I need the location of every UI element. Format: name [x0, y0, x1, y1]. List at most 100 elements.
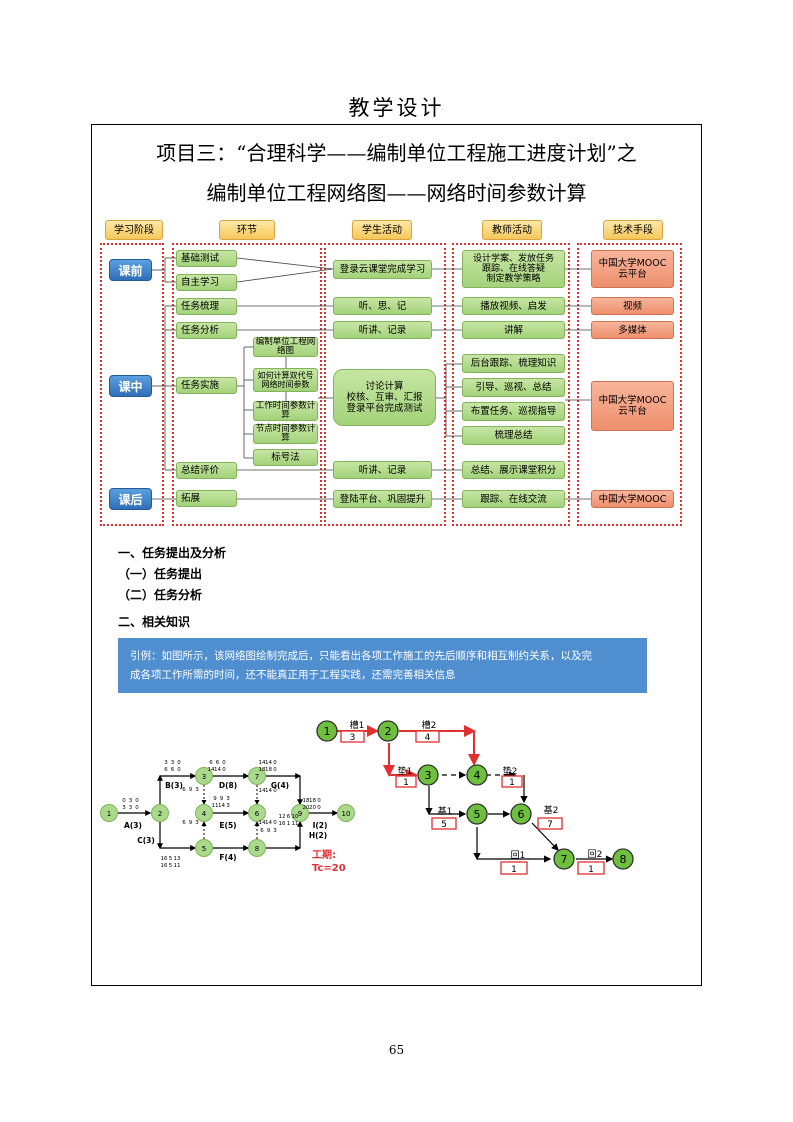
net1-param: 18: [265, 767, 272, 773]
net2-duration-value: 5: [441, 820, 447, 830]
net1-param: 0: [273, 760, 277, 766]
net1-param: 14: [265, 760, 272, 766]
net1-param: 14: [265, 820, 272, 826]
net2-duration-value: 1: [588, 865, 594, 875]
net1-node-10: [337, 804, 355, 822]
net1-node-label: 5: [202, 845, 206, 853]
net1-param: 9: [213, 796, 217, 802]
net1-param: 6: [260, 828, 264, 834]
net2-node-label: 3: [425, 769, 432, 782]
tech-mooc: 中国大学MOOC: [591, 490, 674, 508]
student-activity-2: 听、思、记: [333, 297, 432, 315]
tech-mooc-platform-1: 中国大学MOOC 云平台: [591, 250, 674, 288]
net1-node-7: [248, 767, 266, 785]
net1-param: 13: [174, 856, 181, 862]
phase-in-class: 课中: [109, 375, 152, 397]
tech-video: 视频: [591, 297, 674, 315]
net2-duration-box: [501, 775, 523, 788]
net1-param: 11: [174, 863, 181, 869]
net1-param: 16: [279, 821, 286, 827]
net1-param: 14: [218, 803, 225, 809]
net2-duration-box: [500, 861, 528, 875]
page-number: 65: [388, 1043, 405, 1057]
net1-param: 6: [287, 814, 291, 820]
heading-task-analysis: （二）任务分析: [118, 588, 203, 602]
column-student: [324, 243, 446, 526]
teacher-activity-9: 跟踪、在线交流: [462, 490, 565, 508]
net2-activity-label: 回1: [511, 850, 526, 861]
net1-node-1: [100, 804, 118, 822]
teacher-activity-1: 设计学案、发放任务 跟踪、在线答疑 制定教学策略: [462, 250, 565, 288]
net1-param: 6: [171, 767, 175, 773]
net1-node-label: 2: [158, 810, 162, 818]
net2-node-label: 4: [474, 769, 481, 782]
net1-node-label: 8: [255, 845, 259, 853]
substep-labeling-method: 标号法: [253, 449, 318, 466]
net1-param: 0: [177, 760, 181, 766]
net1-activity-label: F(4): [219, 853, 236, 862]
net1-param: 3: [164, 760, 168, 766]
heading-task-proposal: （一）任务提出: [118, 567, 203, 581]
column-stage: [100, 243, 164, 526]
net2-node-label: 7: [561, 853, 568, 866]
step-task-sorting: 任务梳理: [176, 298, 237, 315]
net1-activity-label: G(4): [271, 781, 289, 790]
net2-activity-label: 垫1: [398, 765, 413, 777]
net2-node-label: 8: [620, 853, 627, 866]
net1-node-label: 9: [298, 810, 302, 818]
net1-param: 0: [122, 798, 126, 804]
step-extension: 拓展: [176, 490, 237, 507]
net1-node-label: 3: [202, 773, 206, 781]
net1-activity-label: E(5): [219, 821, 236, 830]
net2-node-2: [377, 720, 399, 742]
net2-duration-box: [537, 817, 563, 830]
net2-activity-label: 垫2: [503, 765, 518, 777]
net1-param: 9: [267, 828, 271, 834]
column-tech: [577, 243, 682, 526]
teacher-activity-3: 讲解: [462, 321, 565, 339]
net1-param: 3: [129, 798, 133, 804]
student-activity-6: 登陆平台、巩固提升: [333, 490, 432, 508]
net2-node-8: [612, 848, 634, 870]
callout-line2: 成各项工作所需的时间，还不能真正用于工程实践，还需完善相关信息: [130, 669, 456, 681]
project-title-line1: 项目三：“合理科学——编制单位工程施工进度计划”之: [156, 141, 637, 165]
net2-node-3: [417, 764, 439, 786]
net1-param: 0: [273, 788, 277, 794]
net1-param: 16: [161, 863, 168, 869]
net1-param: 0: [177, 767, 181, 773]
net2-activity-label: 回2: [588, 849, 603, 860]
net1-node-5: [195, 839, 213, 857]
net1-param: 0: [273, 820, 277, 826]
student-activity-4: 讨论计算 校核、互审、汇报 登录平台完成测试: [333, 369, 436, 426]
net2-duration-value: 1: [509, 778, 515, 788]
net2-activity-label: 基1: [438, 805, 453, 817]
student-activity-5: 听讲、记录: [333, 461, 432, 479]
net2-duration-value: 1: [403, 778, 409, 788]
net1-node-2: [151, 804, 169, 822]
net1-param: 0: [273, 767, 277, 773]
net1-param: 9: [189, 820, 193, 826]
heading-related-knowledge: 二、相关知识: [118, 615, 191, 629]
net1-node-label: 10: [342, 810, 351, 818]
header-step: 环节: [219, 220, 275, 240]
callout-line1: 引例：如图所示，该网络图绘制完成后，只能看出各项工作施工的先后顺序和相互制约关系…: [130, 650, 592, 662]
teacher-activity-2: 播放视频、启发: [462, 297, 565, 315]
net2-activity-label: 槽2: [422, 719, 437, 731]
net1-param: 6: [182, 787, 186, 793]
net1-activity-label: D(8): [219, 781, 237, 790]
student-activity-3: 听讲、记录: [333, 321, 432, 339]
teacher-activity-6: 布置任务、巡视指导: [462, 402, 565, 421]
net1-param: 0: [135, 798, 139, 804]
net1-param: 3: [122, 805, 126, 811]
net2-duration-value: 7: [547, 820, 553, 830]
net1-param: 14: [259, 820, 266, 826]
net1-node-label: 1: [107, 810, 111, 818]
net2-duration-box: [431, 817, 457, 830]
net1-param: 16: [161, 856, 168, 862]
net1-param: 9: [220, 796, 224, 802]
net1-param: 0: [135, 805, 139, 811]
